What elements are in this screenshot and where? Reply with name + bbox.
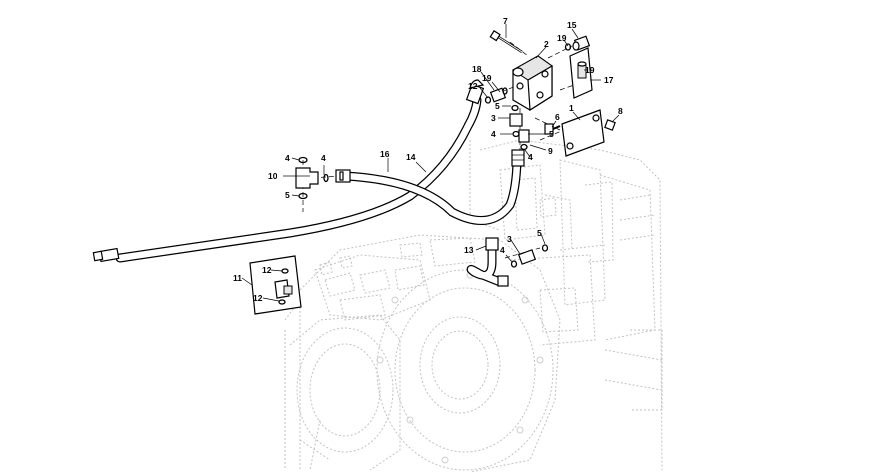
fittings-under-block[interactable] (509, 104, 530, 151)
callout-19-left: 19 (482, 73, 492, 83)
leader-lines (241, 24, 620, 302)
callout-5-lower: 5 (537, 228, 542, 238)
hose-16-end-fitting-left (92, 247, 120, 263)
callout-5-right: 5 (549, 129, 554, 139)
callout-1: 1 (569, 103, 574, 113)
part-17-box[interactable] (569, 47, 593, 99)
callout-4-tee-left: 4 (285, 153, 290, 163)
tee-fitting-10[interactable] (295, 156, 329, 200)
callout-4-tee-right: 4 (321, 153, 326, 163)
callout-19-box: 19 (585, 65, 595, 75)
callout-12-box-top: 12 (262, 265, 272, 275)
callout-4-right: 4 (528, 152, 533, 162)
callout-16: 16 (380, 149, 390, 159)
callout-5-upper: 5 (495, 101, 500, 111)
bracket-1[interactable] (561, 109, 605, 157)
hose-14-end-fitting-left (335, 169, 351, 183)
transmission-housing-ghost (284, 139, 663, 472)
callout-labels: 7 2 15 19 19 17 18 19 12 1 8 5 3 6 4 5 9… (233, 16, 623, 303)
callout-3-lower: 3 (507, 234, 512, 244)
callout-14: 14 (406, 152, 416, 162)
callout-19-top: 19 (557, 33, 567, 43)
callout-8: 8 (618, 106, 623, 116)
callout-4-upper: 4 (491, 129, 496, 139)
part-11-box[interactable] (249, 255, 302, 315)
hose-16-end-fitting-top (465, 79, 485, 105)
callout-10: 10 (268, 171, 278, 181)
valve-block-2[interactable] (512, 55, 553, 112)
fitting-18[interactable] (489, 87, 508, 103)
callout-11: 11 (233, 273, 242, 283)
elbow-hose-13[interactable] (466, 237, 509, 287)
hose-16[interactable] (115, 95, 482, 263)
hose-14[interactable] (340, 157, 522, 225)
callout-12-top: 12 (468, 81, 478, 91)
callout-15: 15 (567, 20, 577, 30)
callout-7: 7 (503, 16, 508, 26)
callout-12-box-bottom: 12 (253, 293, 263, 303)
callout-18: 18 (472, 64, 482, 74)
fittings-lower[interactable] (510, 244, 549, 268)
callout-13: 13 (464, 245, 474, 255)
hose-14-end-fitting-right (511, 149, 525, 167)
fitting-12-top[interactable] (484, 96, 492, 104)
callout-5-tee: 5 (285, 190, 290, 200)
nut-8[interactable] (604, 119, 616, 131)
callout-2: 2 (544, 39, 549, 49)
fitting-15[interactable] (564, 35, 591, 51)
callout-4-lower: 4 (500, 245, 505, 255)
callout-17: 17 (604, 75, 614, 85)
bolt-7[interactable] (489, 30, 523, 54)
callout-9: 9 (548, 146, 553, 156)
callout-6: 6 (555, 112, 560, 122)
callout-3-upper: 3 (491, 113, 496, 123)
screw-6[interactable] (544, 123, 561, 135)
